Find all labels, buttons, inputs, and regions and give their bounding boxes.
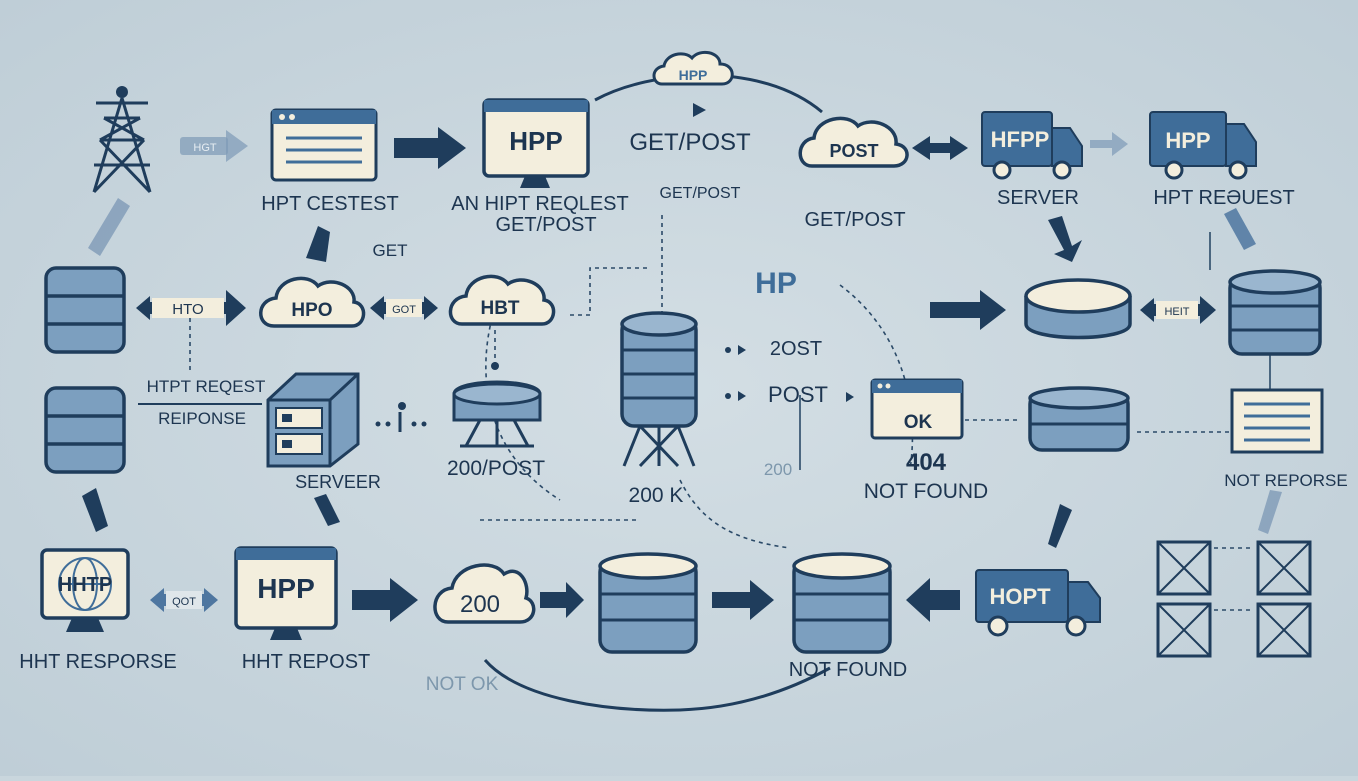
- window-ok-text: OK: [904, 412, 933, 433]
- server-icon: [266, 372, 360, 468]
- status-200-post: 200/POST: [447, 457, 545, 480]
- cloud-top-text: HPP: [679, 67, 708, 83]
- arrow-tag-hto: HTO: [136, 290, 246, 326]
- arrow-cloud-to-db: [540, 582, 584, 618]
- dialog-window-icon: [870, 378, 964, 440]
- disk-icon: [1024, 278, 1132, 340]
- cloud-200-text: 200: [460, 591, 500, 618]
- bidirectional-arrow: [912, 136, 968, 160]
- faint-200: 200: [764, 460, 792, 479]
- arrow-down-truck: [1048, 504, 1072, 548]
- svg-text:HEIT: HEIT: [1164, 306, 1189, 318]
- database-icon: [1028, 386, 1130, 452]
- database-icon: [792, 552, 892, 654]
- globe-monitor-icon: [40, 548, 130, 632]
- delivery-truck-icon: [1149, 111, 1257, 180]
- globe-caption: HHT RESPORSE: [19, 651, 176, 673]
- svg-text:QOT: QOT: [172, 596, 196, 608]
- browser-window-icon: [270, 108, 378, 182]
- cloud-hpo-text: HPO: [291, 300, 332, 321]
- database-icon: [1228, 269, 1322, 356]
- truck2-caption: HPT REƏUEST: [1153, 187, 1294, 209]
- server-caption: SERVEER: [295, 472, 381, 492]
- arrow-tag-qot: QOT: [150, 588, 218, 612]
- arrow-down-far-right: [1224, 208, 1256, 250]
- arrow-tag-got: GOT: [370, 296, 438, 320]
- browser1-caption: HPT CESTEST: [261, 193, 398, 215]
- truck1-text: HFPP: [991, 127, 1050, 152]
- cloud-post-text: POST: [829, 141, 878, 161]
- diagonal-arrow-left: [88, 198, 130, 256]
- cloud-icon: [798, 116, 909, 168]
- svg-text:HTO: HTO: [172, 301, 203, 318]
- monitor2-text: HPP: [257, 573, 315, 604]
- cloud-icon: [448, 274, 556, 326]
- getpost-label: GET/POST: [629, 129, 751, 156]
- request-label: HTPT REQEST: [147, 377, 266, 396]
- arrow-tag-heit: HEIT: [1140, 296, 1216, 324]
- dashed-curve-right: [839, 284, 914, 471]
- dot-connector: [375, 402, 427, 432]
- label-post: POST: [768, 382, 828, 407]
- delivery-truck-icon: [981, 111, 1083, 180]
- globe-text: HHTP: [58, 574, 112, 596]
- svg-text:GOT: GOT: [392, 304, 416, 316]
- database-icon: [598, 552, 698, 654]
- arrow-up-left: [82, 488, 108, 532]
- dot-arrow: [725, 391, 746, 401]
- dashed-elbow: [570, 267, 650, 316]
- cloud-hbt-text: HBT: [480, 298, 519, 319]
- truck1-caption: SERVER: [997, 187, 1079, 209]
- transmission-tower-icon: [92, 86, 152, 194]
- delivery-truck-icon: [975, 569, 1101, 637]
- monitor-icon: [482, 98, 590, 188]
- cloud-icon: [652, 50, 734, 86]
- monitor1-text: HPP: [509, 126, 562, 156]
- monitor-icon: [234, 546, 338, 640]
- arrow-down-right: [1048, 216, 1082, 262]
- label-2ost: 2OST: [770, 338, 822, 360]
- monitor1-caption-line1: AN HIPT REQLEST: [451, 193, 628, 215]
- network-drive-icon: [452, 362, 542, 448]
- truck3-text: HOPT: [989, 584, 1051, 609]
- cloud-icon: [259, 276, 366, 328]
- monitor1-caption-line2: GET/POST: [495, 214, 596, 236]
- database-icon: [44, 266, 126, 354]
- small-arrow-right: [846, 392, 854, 402]
- arrow-to-browser: HGT: [180, 130, 248, 162]
- faint-arrow-right: [1258, 490, 1282, 534]
- document-icon: [1230, 388, 1324, 454]
- monitor2-caption: HHT REPOST: [242, 651, 371, 673]
- cloud-icon: [433, 563, 536, 624]
- getpost-small-label: GET/POST: [660, 185, 741, 202]
- arrow-browser-to-monitor: [394, 127, 466, 169]
- truck2-text: HPP: [1165, 128, 1210, 153]
- code-404: 404: [906, 449, 947, 476]
- arrow-tag-hgt: HGT: [193, 142, 217, 154]
- not-reporse-label: NOT REPORSE: [1224, 471, 1347, 490]
- arrow-truck-to-db: [906, 578, 960, 622]
- database-tower-icon: [620, 311, 698, 468]
- faint-arrow-top-right: [1090, 132, 1128, 156]
- not-found-bottom: NOT FOUND: [789, 659, 908, 681]
- not-found-middle: NOT FOUND: [864, 480, 988, 503]
- crossed-box-grid-icon: [1156, 540, 1312, 658]
- curved-arrow-down: [306, 226, 330, 262]
- bottom-arc-connector: [483, 659, 831, 712]
- getpost-below-cloud: GET/POST: [804, 209, 905, 231]
- get-label: GET: [373, 241, 408, 260]
- status-200k: 200 K: [629, 484, 684, 507]
- arrow-to-disk: [930, 290, 1006, 330]
- small-arrow-down: [693, 103, 706, 117]
- dot-arrow: [725, 345, 746, 355]
- arrow-down-server: [314, 494, 340, 526]
- hp-label: HP: [755, 267, 797, 300]
- not-ok-label: NOT OK: [426, 674, 499, 695]
- arrow-monitor-to-cloud: [352, 578, 418, 622]
- database-icon: [44, 386, 126, 474]
- response-label: REIPONSE: [158, 409, 246, 428]
- arrow-db-to-db: [712, 580, 774, 620]
